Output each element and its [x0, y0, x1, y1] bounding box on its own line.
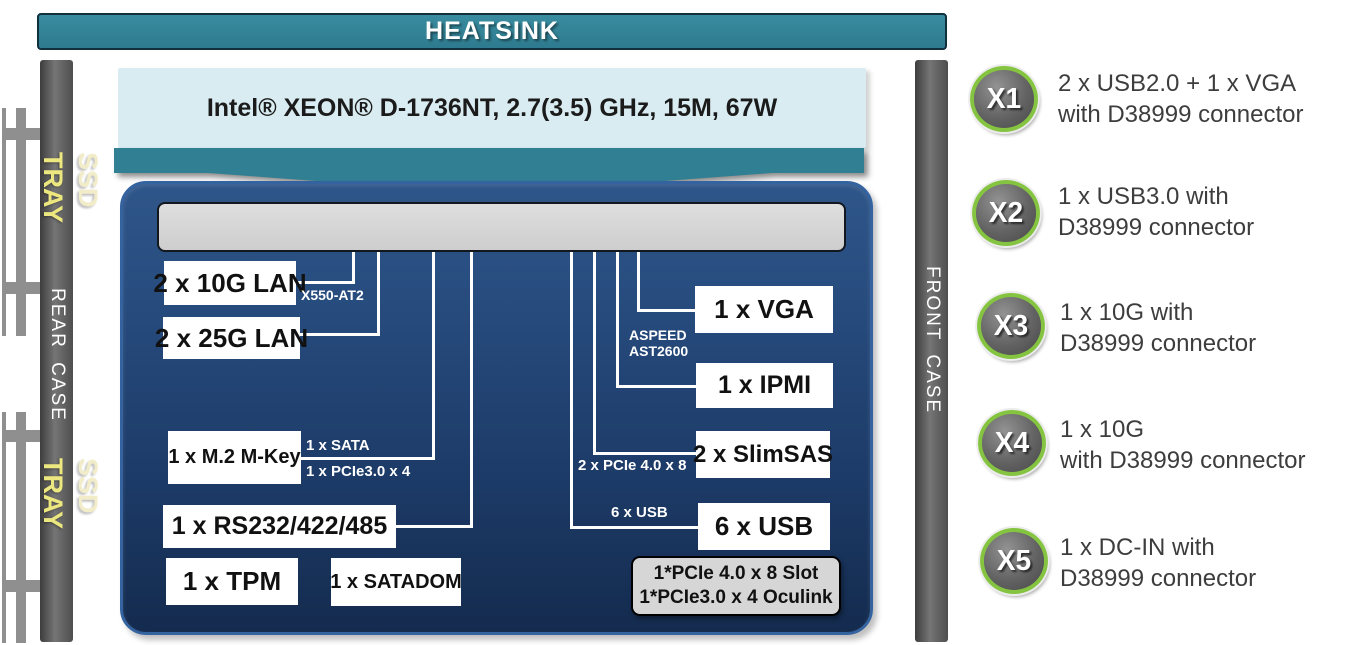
- connector-desc-x4-line1: 1 x 10G: [1060, 416, 1145, 443]
- ssd-tray-top-tray-label: TRAY: [38, 152, 68, 224]
- connector-desc-x2-line1: 1 x USB3.0 with: [1058, 183, 1229, 210]
- connector-desc-x1: 2 x USB2.0 + 1 x VGA with D38999 connect…: [1058, 68, 1303, 130]
- connector-badge-x3: X3: [977, 293, 1045, 359]
- connector-desc-x1-line1: 2 x USB2.0 + 1 x VGA: [1058, 70, 1297, 97]
- ssd-tray-rail: [16, 412, 26, 643]
- connector-desc-x4-line2: with D38999 connector: [1060, 447, 1306, 474]
- ssd-tray-rail: [2, 412, 6, 643]
- ssd-tray-rung: [4, 580, 40, 592]
- connector-desc-x1-line2: with D38999 connector: [1058, 101, 1304, 128]
- component-rs232: 1 x RS232/422/485: [163, 505, 396, 548]
- connector-desc-x3-line2: D38999 connector: [1060, 330, 1257, 357]
- connector-badge-x1: X1: [970, 66, 1038, 132]
- label-1x-sata: 1 x SATA: [306, 437, 370, 454]
- label-aspeed-chip: ASPEED AST2600: [629, 327, 688, 359]
- connector-badge-x5: X5: [980, 528, 1048, 594]
- cpu-socket-bar: [157, 202, 846, 252]
- ssd-tray-bottom-ssd-label: SSD: [73, 458, 103, 514]
- ssd-tray-rung: [4, 282, 40, 294]
- component-tpm: 1 x TPM: [166, 558, 298, 605]
- component-m2: 1 x M.2 M-Key: [168, 431, 301, 484]
- component-usb: 6 x USB: [698, 503, 830, 550]
- connector-badge-x2: X2: [972, 180, 1040, 246]
- cpu-to-board-arrow: [114, 148, 864, 194]
- cpu-block: Intel® XEON® D-1736NT, 2.7(3.5) GHz, 15M…: [118, 68, 866, 148]
- component-lan10g: 2 x 10G LAN: [153, 261, 307, 305]
- front-case-bar: [915, 60, 948, 642]
- bus-line-lan10g-h: [296, 281, 355, 284]
- label-2x-pcie4: 2 x PCIe 4.0 x 8: [578, 457, 687, 474]
- connector-desc-x5: 1 x DC-IN with D38999 connector: [1060, 532, 1256, 594]
- bus-line-slimsas-h: [593, 452, 696, 455]
- label-aspeed-line1: ASPEED: [629, 327, 687, 343]
- bus-line-vga-h: [637, 309, 695, 312]
- component-vga: 1 x VGA: [695, 286, 833, 333]
- bus-line-rs232-v: [470, 252, 473, 528]
- connector-desc-x3-line1: 1 x 10G with: [1060, 299, 1194, 326]
- pcie-slot-box: 1*PCIe 4.0 x 8 Slot 1*PCIe3.0 x 4 Oculin…: [631, 556, 841, 616]
- component-lan25g: 2 x 25G LAN: [155, 317, 308, 359]
- connector-desc-x2-line2: D38999 connector: [1058, 214, 1255, 241]
- rear-case-bar: [40, 60, 73, 642]
- pcie-slot-line2: 1*PCIe3.0 x 4 Oculink: [639, 587, 833, 608]
- mainboard: 2 x 10G LAN 2 x 25G LAN 1 x M.2 M-Key 1 …: [120, 181, 873, 635]
- ssd-tray-rail: [2, 108, 6, 336]
- bus-line-usb-v: [570, 252, 573, 529]
- ssd-tray-bottom-tray-label: TRAY: [38, 458, 68, 530]
- ssd-tray-top-ssd-label: SSD: [73, 152, 103, 208]
- bus-line-lan25g-v: [377, 252, 380, 336]
- bus-line-ipmi-h: [616, 385, 696, 388]
- connector-desc-x5-line2: D38999 connector: [1060, 565, 1257, 592]
- connector-badge-x4: X4: [978, 410, 1046, 476]
- connector-desc-x3: 1 x 10G with D38999 connector: [1060, 297, 1256, 359]
- bus-line-vga-v: [637, 252, 640, 312]
- ssd-tray-rail: [16, 108, 26, 336]
- front-case-label: FRONT CASE: [922, 266, 943, 415]
- bus-line-usb-h: [570, 526, 698, 529]
- bus-line-m2-v: [432, 252, 435, 460]
- bus-line-lan25g-h: [300, 333, 380, 336]
- bus-line-rs232-h: [396, 525, 473, 528]
- connector-desc-x2: 1 x USB3.0 with D38999 connector: [1058, 181, 1254, 243]
- rear-case-label: REAR CASE: [47, 288, 68, 422]
- ssd-tray-rung: [4, 128, 40, 140]
- component-slimsas: 2 x SlimSAS: [693, 431, 833, 478]
- bus-line-slimsas-v: [593, 252, 596, 455]
- ssd-tray-rung: [4, 430, 40, 442]
- bus-line-ipmi-v: [616, 252, 619, 388]
- component-ipmi: 1 x IPMI: [696, 363, 833, 408]
- bus-line-m2-h: [301, 457, 435, 460]
- label-aspeed-line2: AST2600: [629, 343, 689, 359]
- label-1x-pcie3: 1 x PCIe3.0 x 4: [306, 463, 411, 480]
- label-6x-usb: 6 x USB: [611, 504, 668, 521]
- connector-desc-x5-line1: 1 x DC-IN with: [1060, 534, 1215, 561]
- pcie-slot-line1: 1*PCIe 4.0 x 8 Slot: [653, 563, 819, 584]
- heatsink-banner: HEATSINK: [37, 13, 947, 50]
- connector-desc-x4: 1 x 10G with D38999 connector: [1060, 414, 1305, 476]
- bus-line-lan10g-v: [352, 252, 355, 284]
- component-satadom: 1 x SATADOM: [330, 558, 462, 606]
- label-x550-at2: X550-AT2: [301, 287, 364, 303]
